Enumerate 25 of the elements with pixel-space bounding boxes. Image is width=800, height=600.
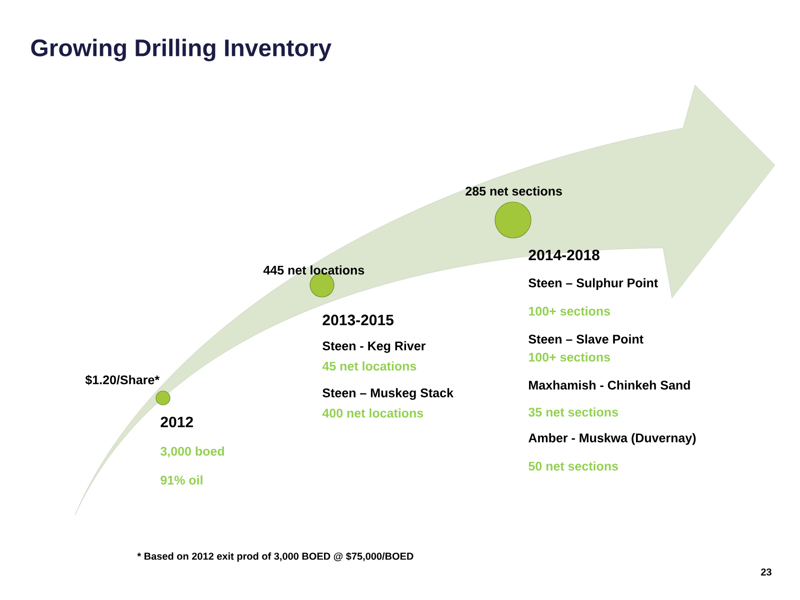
period-heading: 2014-2018	[528, 250, 600, 260]
milestone-dot	[156, 390, 170, 406]
milestone-dot	[494, 202, 532, 238]
area-name: Steen - Keg River	[322, 341, 426, 353]
milestone-label: $1.20/Share*	[85, 374, 160, 386]
footnote: * Based on 2012 exit prod of 3,000 BOED @ $75,000/BOED	[137, 552, 414, 562]
inventory-figure: 100+ sections	[529, 306, 610, 316]
milestone-label: 285 net sections	[466, 186, 562, 196]
area-name: Maxhamish - Chinkeh Sand	[529, 380, 690, 390]
area-name: Steen – Sulphur Point	[528, 278, 658, 290]
milestone-label: 445 net locations	[263, 265, 364, 275]
inventory-figure: 100+ sections	[529, 352, 610, 362]
period-heading: 2012	[160, 416, 193, 428]
page-number: 23	[761, 568, 772, 576]
area-name: Steen – Slave Point	[528, 334, 644, 344]
inventory-figure: 3,000 boed	[160, 446, 224, 458]
inventory-figure: 50 net sections	[528, 461, 618, 471]
inventory-figure: 91% oil	[160, 475, 202, 485]
area-name: Amber - Muskwa (Duvernay)	[528, 433, 696, 445]
slide-title: Growing Drilling Inventory	[31, 38, 332, 62]
inventory-figure: 35 net sections	[528, 407, 618, 417]
inventory-figure: 45 net locations	[322, 361, 416, 371]
inventory-figure: 400 net locations	[322, 408, 424, 418]
period-heading: 2013-2015	[322, 314, 394, 326]
area-name: Steen – Muskeg Stack	[322, 388, 454, 400]
